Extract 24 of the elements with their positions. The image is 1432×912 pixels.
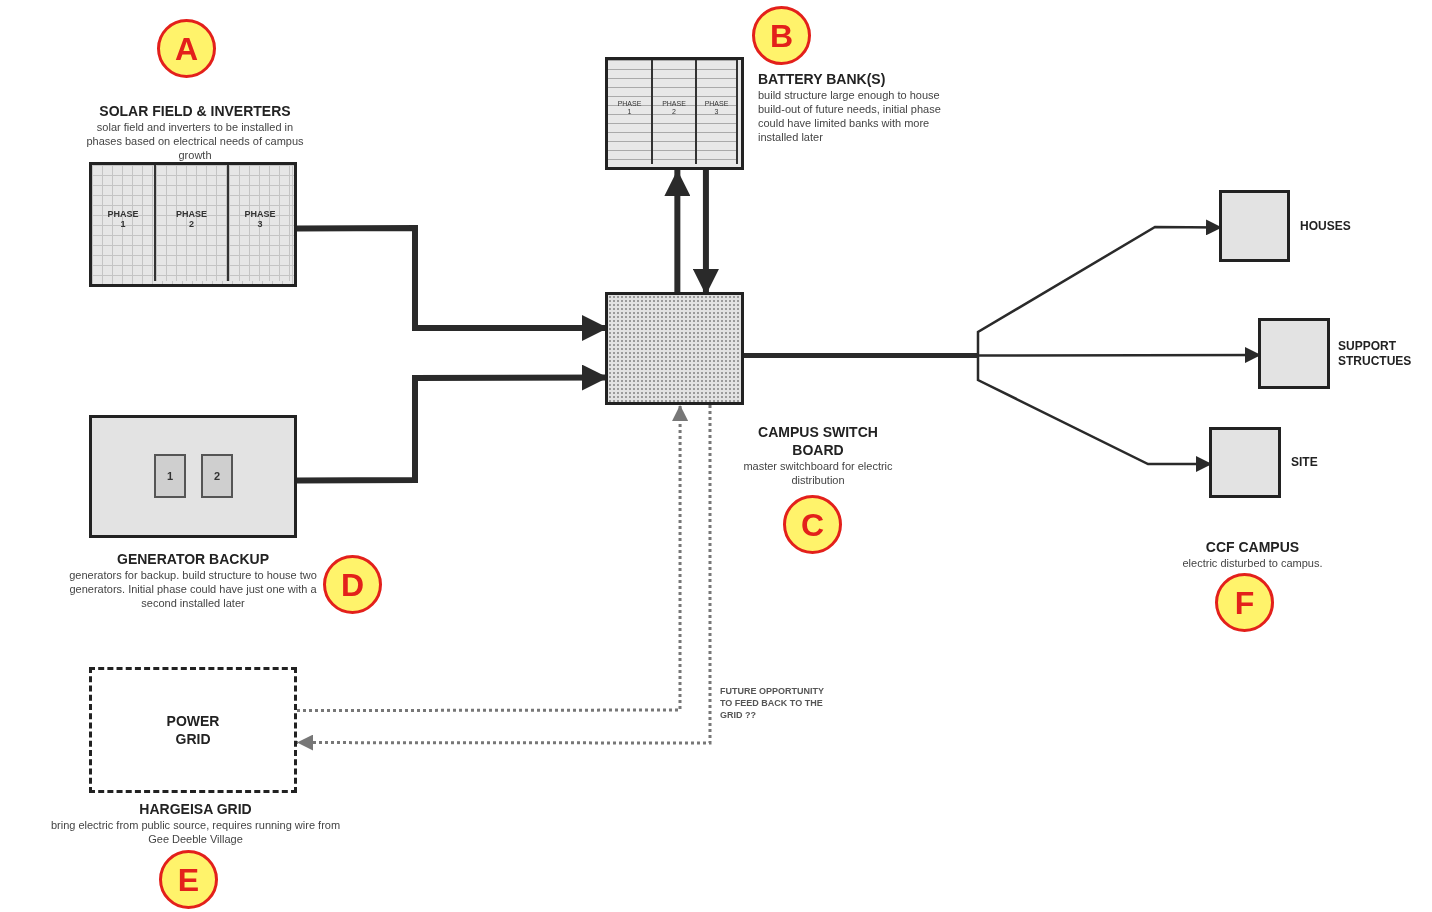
description-text: master switchboard for electric distribution bbox=[742, 459, 894, 487]
note-text: FUTURE OPPORTUNITY TO FEED BACK TO THE GRID ?? bbox=[720, 685, 825, 721]
arrow bbox=[297, 405, 712, 751]
section-heading: GENERATOR BACKUP bbox=[117, 550, 269, 568]
phase-section: PHASE 2 bbox=[156, 165, 229, 281]
section-heading: HARGEISA GRID bbox=[139, 800, 252, 818]
section-heading: HOUSES bbox=[1300, 219, 1351, 234]
section-heading: SITE bbox=[1291, 455, 1318, 470]
distribution-line bbox=[744, 353, 978, 358]
generator-unit: 1 bbox=[154, 454, 186, 498]
phase-section: PHASE 3 bbox=[229, 165, 291, 281]
description-text: generators for backup. build structure to house two generators. Initial phase could have just one with a second installed later bbox=[68, 568, 318, 610]
section-heading: CAMPUS SWITCH BOARD bbox=[757, 423, 879, 459]
section-heading: SUPPORT STRUCTUES bbox=[1338, 339, 1413, 369]
section-heading: BATTERY BANK(S) bbox=[758, 70, 886, 88]
section-heading: CCF CAMPUS bbox=[1204, 538, 1301, 557]
generator-unit: 2 bbox=[201, 454, 233, 498]
description-text: build structure large enough to house build-out of future needs, initial phase could have limited banks with more installed later bbox=[758, 88, 942, 144]
section-heading: SOLAR FIELD & INVERTERS bbox=[99, 102, 291, 120]
description-text: bring electric from public source, requires running wire from Gee Deeble Village bbox=[49, 818, 342, 846]
description-text: solar field and inverters to be installed in phases based on electrical needs of campus growth bbox=[85, 120, 305, 162]
box-label: POWER GRID bbox=[165, 712, 221, 748]
description-text: electric disturbed to campus. bbox=[1181, 556, 1324, 571]
arrow bbox=[297, 405, 689, 713]
